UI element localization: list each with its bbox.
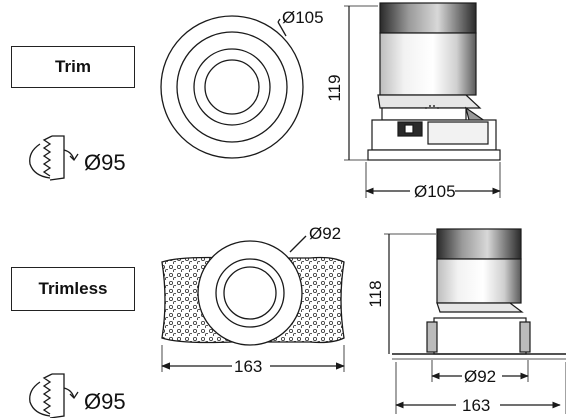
trim-side-view	[344, 2, 501, 198]
trim-front-diameter-label: Ø105	[282, 8, 324, 27]
trim-cutout-label: Ø95	[84, 150, 126, 175]
trimless-front-view	[161, 235, 345, 372]
trimless-side-view	[384, 228, 566, 414]
trimless-overall-width-label: 163	[462, 396, 491, 415]
trimless-plate-width-label: 163	[234, 357, 263, 376]
trimless-label-box: Trimless	[11, 267, 135, 311]
trim-front-view	[160, 15, 304, 159]
trimless-label: Trimless	[38, 279, 108, 298]
trim-label-box: Trim	[11, 46, 135, 88]
trimless-inner-diameter-label: Ø92	[464, 367, 497, 386]
trimless-cutout-label: Ø95	[84, 389, 126, 414]
trimless-height-label: 118	[366, 280, 385, 307]
trim-height-label: 119	[325, 74, 344, 101]
trim-base-width-label: Ø105	[414, 182, 456, 201]
hand-saw-cut-icon	[29, 135, 79, 181]
hand-saw-cut-icon-2	[29, 373, 79, 418]
trimless-front-diameter-label: Ø92	[309, 224, 342, 243]
trim-label: Trim	[55, 57, 91, 76]
